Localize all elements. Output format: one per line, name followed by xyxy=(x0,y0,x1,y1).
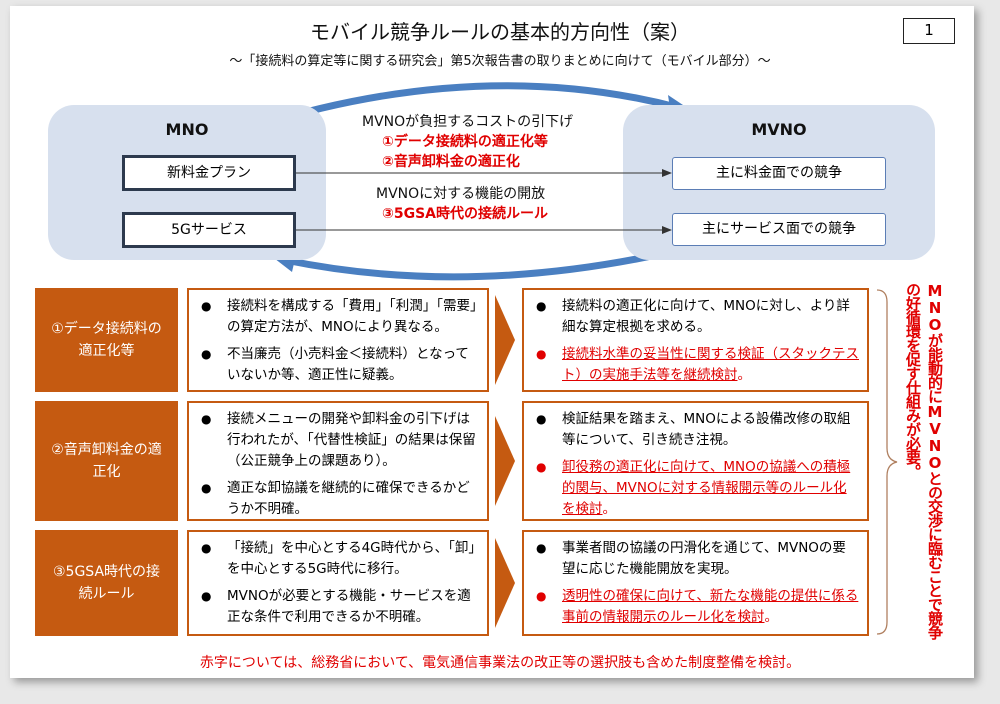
connector-arrows xyxy=(296,169,672,234)
page-number: 1 xyxy=(903,18,955,44)
action-item-red: 透明性の確保に向けて、新たな機能の提供に係る事前の情報開示のルール化を検討。 xyxy=(536,586,859,628)
cost-label: MVNOが負担するコストの引下げ xyxy=(362,114,574,130)
mvno-box-price: 主に料金面での競争 xyxy=(672,157,886,190)
row-label-5gsa: ③5GSA時代の接続ルール xyxy=(35,530,178,636)
page-subtitle: ～「接続料の算定等に関する研究会」第5次報告書の取りまとめに向けて（モバイル部分… xyxy=(229,54,771,69)
action-item-red: 卸役務の適正化に向けて、MNOの協議への積極的関与、MVNOに対する情報開示等の… xyxy=(536,457,859,520)
mno-box-5g: 5Gサービス xyxy=(122,212,296,248)
issues-box-2: 接続メニューの開発や卸料金の引下げは行われたが、「代替性検証」の結果は保留（公正… xyxy=(187,401,489,521)
function-label: MVNOに対する機能の開放 xyxy=(376,186,546,202)
actions-box-2: 検証結果を踏まえ、MNOによる設備改修の取組等について、引き続き注視。 卸役務の… xyxy=(522,401,869,521)
issues-box-3: 「接続」を中心とする4G時代から、「卸」を中心とする5G時代に移行。 MVNOが… xyxy=(187,530,489,636)
side-note: MNOが能動的にMVNOとの交渉に臨むことで競争の好循環を促す仕組みが必要。 xyxy=(904,282,944,639)
function-item-1: ③5GSA時代の接続ルール xyxy=(382,206,549,222)
issues-box-1: 接続料を構成する「費用」「利潤」「需要」の算定方法が、MNOにより異なる。 不当… xyxy=(187,288,489,392)
issue-item: 「接続」を中心とする4G時代から、「卸」を中心とする5G時代に移行。 xyxy=(201,538,479,580)
actions-box-3: 事業者間の協議の円滑化を通じて、MVNOの要望に応じた機能開放を実現。 透明性の… xyxy=(522,530,869,636)
cost-label-group: MVNOが負担するコストの引下げ ①データ接続料の適正化等 ②音声卸料金の適正化 xyxy=(358,112,578,172)
action-item-red: 接続料水準の妥当性に関する検証（スタックテスト）の実施手法等を継続検討。 xyxy=(536,344,859,386)
mno-box-new-plan: 新料金プラン xyxy=(122,155,296,191)
chevron-right-icon xyxy=(495,295,515,385)
action-item: 検証結果を踏まえ、MNOによる設備改修の取組等について、引き続き注視。 xyxy=(536,409,859,451)
page-title: モバイル競争ルールの基本的方向性（案） xyxy=(310,20,690,44)
mvno-title: MVNO xyxy=(751,120,807,139)
chevron-right-icon xyxy=(495,416,515,506)
issue-item: 不当廉売（小売料金＜接続料）となっていないか等、適正性に疑義。 xyxy=(201,344,479,386)
issue-item: 接続メニューの開発や卸料金の引下げは行われたが、「代替性検証」の結果は保留（公正… xyxy=(201,409,479,472)
mvno-box-service: 主にサービス面での競争 xyxy=(672,213,886,246)
issue-item: 適正な卸協議を継続的に確保できるかどうか不明確。 xyxy=(201,478,479,520)
brace-icon xyxy=(876,289,898,635)
issue-item: 接続料を構成する「費用」「利潤」「需要」の算定方法が、MNOにより異なる。 xyxy=(201,296,479,338)
cost-item-1: ①データ接続料の適正化等 xyxy=(382,134,548,150)
row-label-voice-wholesale: ②音声卸料金の適正化 xyxy=(35,401,178,521)
action-item: 事業者間の協議の円滑化を通じて、MVNOの要望に応じた機能開放を実現。 xyxy=(536,538,859,580)
function-label-group: MVNOに対する機能の開放 ③5GSA時代の接続ルール xyxy=(372,184,553,224)
issue-item: MVNOが必要とする機能・サービスを適正な条件で利用できるか不明確。 xyxy=(201,586,479,628)
cost-item-2: ②音声卸料金の適正化 xyxy=(382,154,520,170)
mno-title: MNO xyxy=(165,120,209,139)
action-item: 接続料の適正化に向けて、MNOに対し、より詳細な算定根拠を求める。 xyxy=(536,296,859,338)
chevron-right-icon xyxy=(495,538,515,628)
footer-note: 赤字については、総務省において、電気通信事業法の改正等の選択肢も含めた制度整備を… xyxy=(199,655,801,671)
row-label-data-interconnection: ①データ接続料の適正化等 xyxy=(35,288,178,392)
actions-box-1: 接続料の適正化に向けて、MNOに対し、より詳細な算定根拠を求める。 接続料水準の… xyxy=(522,288,869,392)
